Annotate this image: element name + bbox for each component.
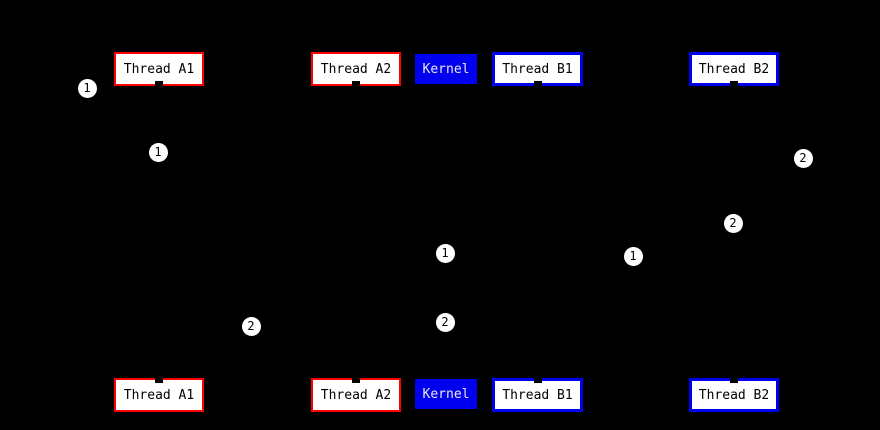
lifeline-notch — [352, 376, 360, 383]
actor-box-thread-a1-top: Thread A1 — [114, 52, 204, 86]
step-marker: 2 — [793, 148, 813, 168]
lifeline-notch — [352, 81, 360, 88]
lifeline-notch — [155, 376, 163, 383]
actor-box-kernel-top: Kernel — [415, 54, 477, 84]
step-marker: 2 — [435, 312, 455, 332]
step-marker: 2 — [241, 316, 261, 336]
actor-box-thread-b1-top: Thread B1 — [492, 52, 583, 86]
step-marker: 1 — [77, 78, 97, 98]
step-marker: 1 — [623, 246, 643, 266]
lifeline-notch — [155, 81, 163, 88]
actor-box-kernel-bottom: Kernel — [415, 379, 477, 409]
step-marker: 1 — [435, 243, 455, 263]
actor-box-thread-a2-bottom: Thread A2 — [311, 378, 401, 412]
lifeline-notch — [533, 376, 542, 383]
step-marker: 2 — [723, 213, 743, 233]
lifeline-notch — [730, 81, 738, 88]
step-marker: 1 — [148, 142, 168, 162]
actor-box-thread-b1-bottom: Thread B1 — [492, 378, 583, 412]
lifeline-notch — [533, 81, 542, 88]
actor-box-thread-b2-bottom: Thread B2 — [689, 378, 779, 412]
lifeline-notch — [730, 376, 738, 383]
actor-box-thread-a1-bottom: Thread A1 — [114, 378, 204, 412]
